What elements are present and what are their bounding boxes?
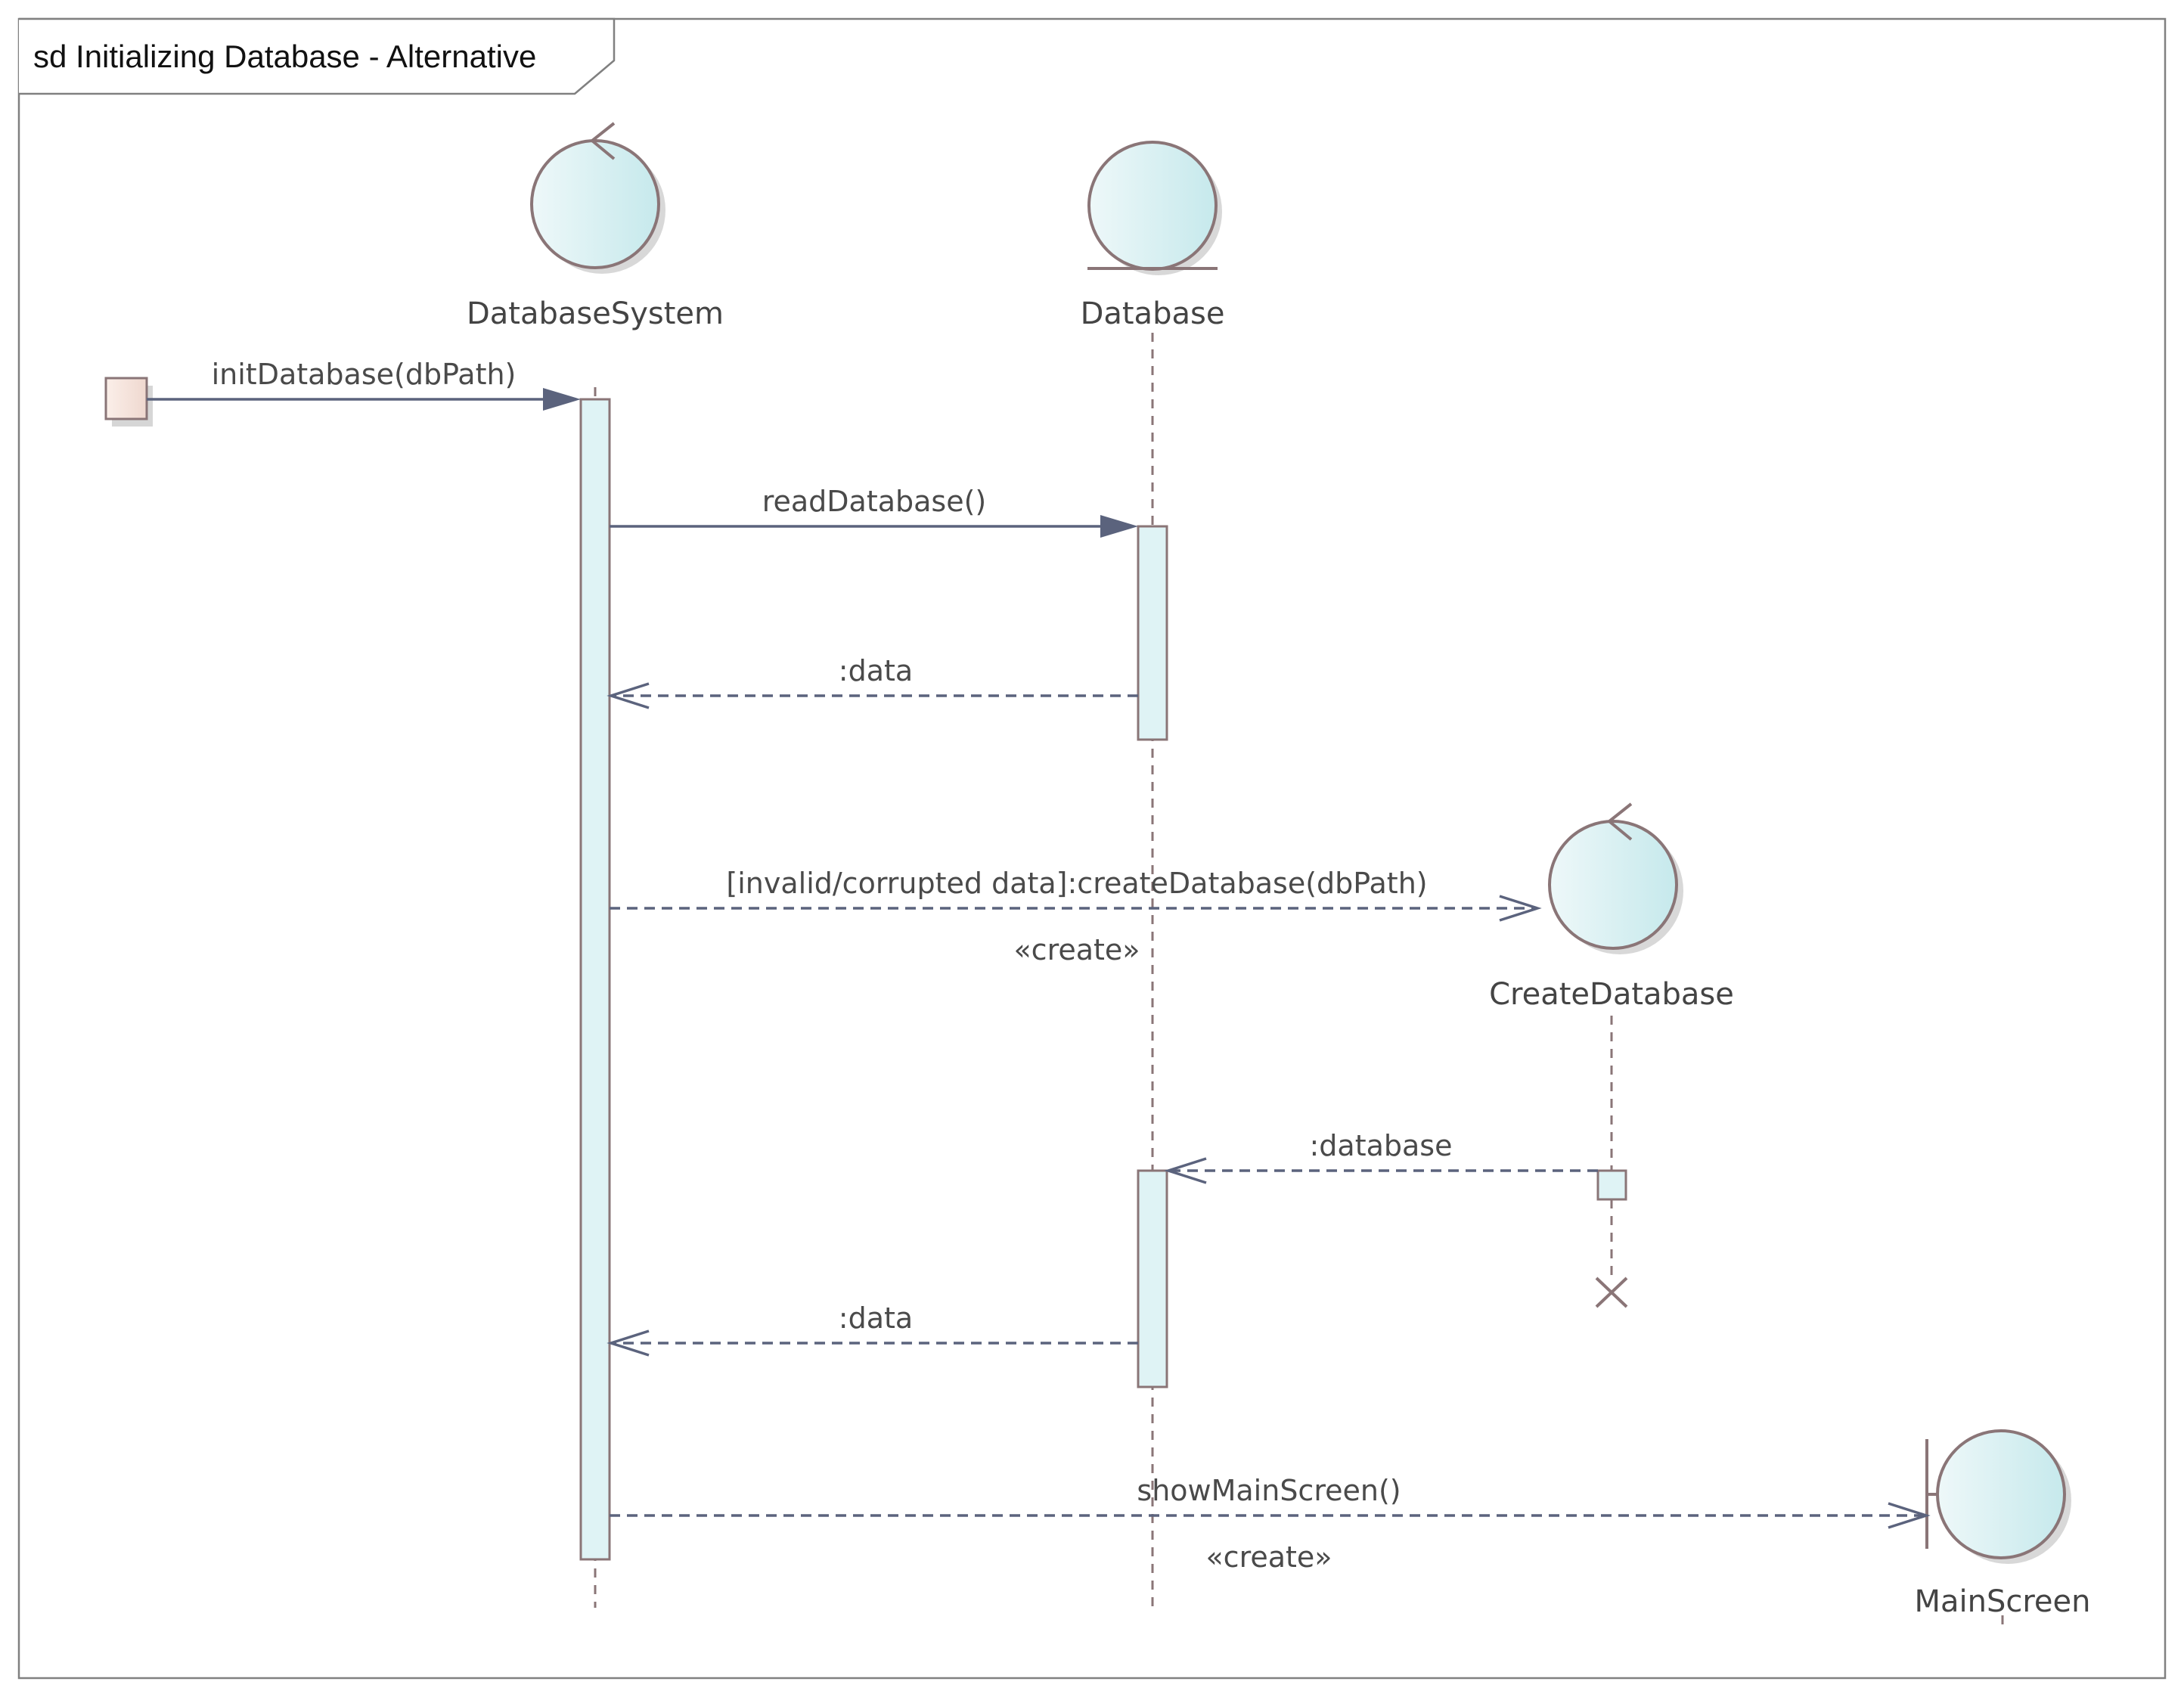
boundary-icon [1925, 1429, 2071, 1564]
message-stereotype: «create» [1205, 1540, 1332, 1574]
message-label: readDatabase() [762, 485, 987, 518]
lifeline-mainscreen[interactable]: MainScreen [1914, 1429, 2091, 1624]
activation-bar [1596, 1169, 1627, 1201]
activation-bar [1137, 525, 1168, 741]
found-message-gate [104, 377, 148, 420]
message-label: showMainScreen() [1137, 1474, 1401, 1507]
message-showmainscreen[interactable]: showMainScreen() «create» [610, 1474, 1931, 1574]
lifeline-createdatabase[interactable]: CreateDatabase [1489, 802, 1734, 1308]
message-stereotype: «create» [1013, 933, 1140, 966]
message-readdatabase[interactable]: readDatabase() [610, 485, 1138, 538]
frame-title-tab [19, 17, 616, 95]
lifeline-database[interactable]: Database [1081, 141, 1225, 1608]
lifeline-databasesystem[interactable]: DatabaseSystem [467, 122, 724, 1608]
activation-bar [1137, 1169, 1168, 1388]
message-return-data[interactable]: :data [606, 654, 1138, 709]
lifeline-name: DatabaseSystem [467, 296, 724, 331]
frame-title: sd Initializing Database - Alternative [33, 39, 536, 74]
message-label: :database [1310, 1129, 1453, 1162]
diagram-frame [17, 17, 2167, 1680]
lifeline-name: CreateDatabase [1489, 977, 1734, 1012]
entity-icon [1087, 141, 1222, 275]
destroy-icon [1595, 1277, 1628, 1308]
lifeline-name: MainScreen [1914, 1584, 2090, 1619]
message-label: :data [839, 1301, 913, 1335]
activation-bar [579, 398, 611, 1561]
message-label: initDatabase(dbPath) [212, 358, 517, 391]
message-initdatabase[interactable]: initDatabase(dbPath) [104, 358, 581, 427]
control-icon [530, 122, 665, 274]
control-icon [1548, 802, 1683, 954]
message-label: :data [839, 654, 913, 687]
message-return-database[interactable]: :database [1164, 1129, 1598, 1184]
message-return-data[interactable]: :data [606, 1301, 1138, 1357]
message-createdatabase[interactable]: [invalid/corrupted data]:createDatabase(… [610, 867, 1542, 966]
lifeline-name: Database [1081, 296, 1225, 331]
message-label: [invalid/corrupted data]:createDatabase(… [726, 867, 1427, 900]
